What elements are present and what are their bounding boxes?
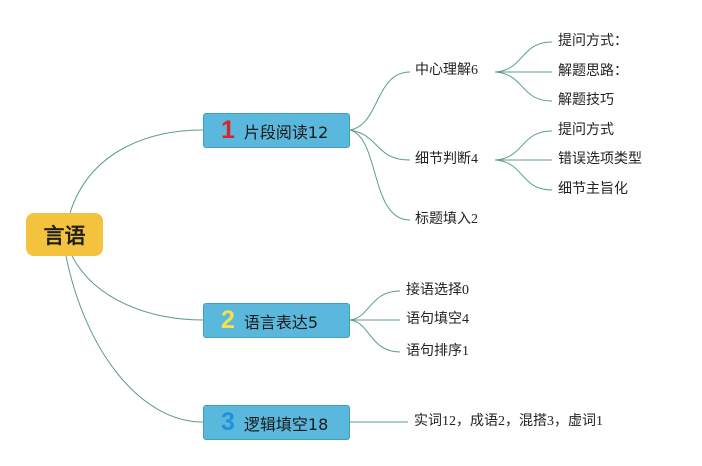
connector-c2-g3 — [494, 159, 553, 191]
node-logic-fill-detail[interactable]: 实词12，成语2，混搭3，虚词1 — [414, 414, 603, 429]
branch-label-1: 片段阅读12 — [243, 122, 329, 142]
connector-b2-c1 — [349, 290, 401, 321]
branch-node-1[interactable]: 1 片段阅读12 — [203, 113, 350, 148]
connector-root-branch-2 — [71, 255, 204, 321]
connector-c2-g1 — [494, 130, 553, 161]
connector-b1-c1 — [349, 71, 411, 131]
connector-b1-c3 — [349, 129, 411, 221]
branch-node-3[interactable]: 3 逻辑填空18 — [203, 405, 350, 440]
node-center-understanding[interactable]: 中心理解6 — [415, 63, 478, 78]
node-sentence-fill[interactable]: 语句填空4 — [406, 312, 469, 327]
root-node[interactable]: 言语 — [26, 213, 103, 256]
connector-c1-g1 — [494, 41, 553, 73]
node-c2-detail-to-main[interactable]: 细节主旨化 — [558, 182, 628, 197]
root-label: 言语 — [43, 223, 86, 248]
node-title-fill[interactable]: 标题填入2 — [415, 212, 478, 227]
node-c1-question-method[interactable]: 提问方式： — [558, 34, 628, 49]
connector-b2-c3 — [349, 319, 401, 353]
connector-b1-c2 — [349, 129, 411, 161]
connector-c1-g3 — [494, 71, 553, 102]
branch-number-2: 2 — [221, 306, 235, 334]
node-c1-solving-idea[interactable]: 解题思路： — [558, 64, 628, 79]
node-c2-question-method[interactable]: 提问方式 — [558, 123, 614, 138]
branch-node-2[interactable]: 2 语言表达5 — [203, 303, 350, 338]
branch-number-1: 1 — [221, 116, 235, 144]
node-sentence-order[interactable]: 语句排序1 — [406, 344, 469, 359]
branch-label-2: 语言表达5 — [243, 312, 319, 332]
node-c1-solving-skill[interactable]: 解题技巧 — [558, 93, 614, 108]
branch-number-3: 3 — [221, 408, 235, 436]
connector-root-branch-1 — [69, 129, 204, 214]
node-follow-up-choice[interactable]: 接语选择0 — [406, 283, 469, 298]
branch-label-3: 逻辑填空18 — [243, 414, 329, 434]
connector-root-branch-3 — [65, 255, 204, 423]
node-detail-judgment[interactable]: 细节判断4 — [415, 152, 478, 167]
node-c2-wrong-option-type[interactable]: 错误选项类型 — [558, 152, 642, 167]
